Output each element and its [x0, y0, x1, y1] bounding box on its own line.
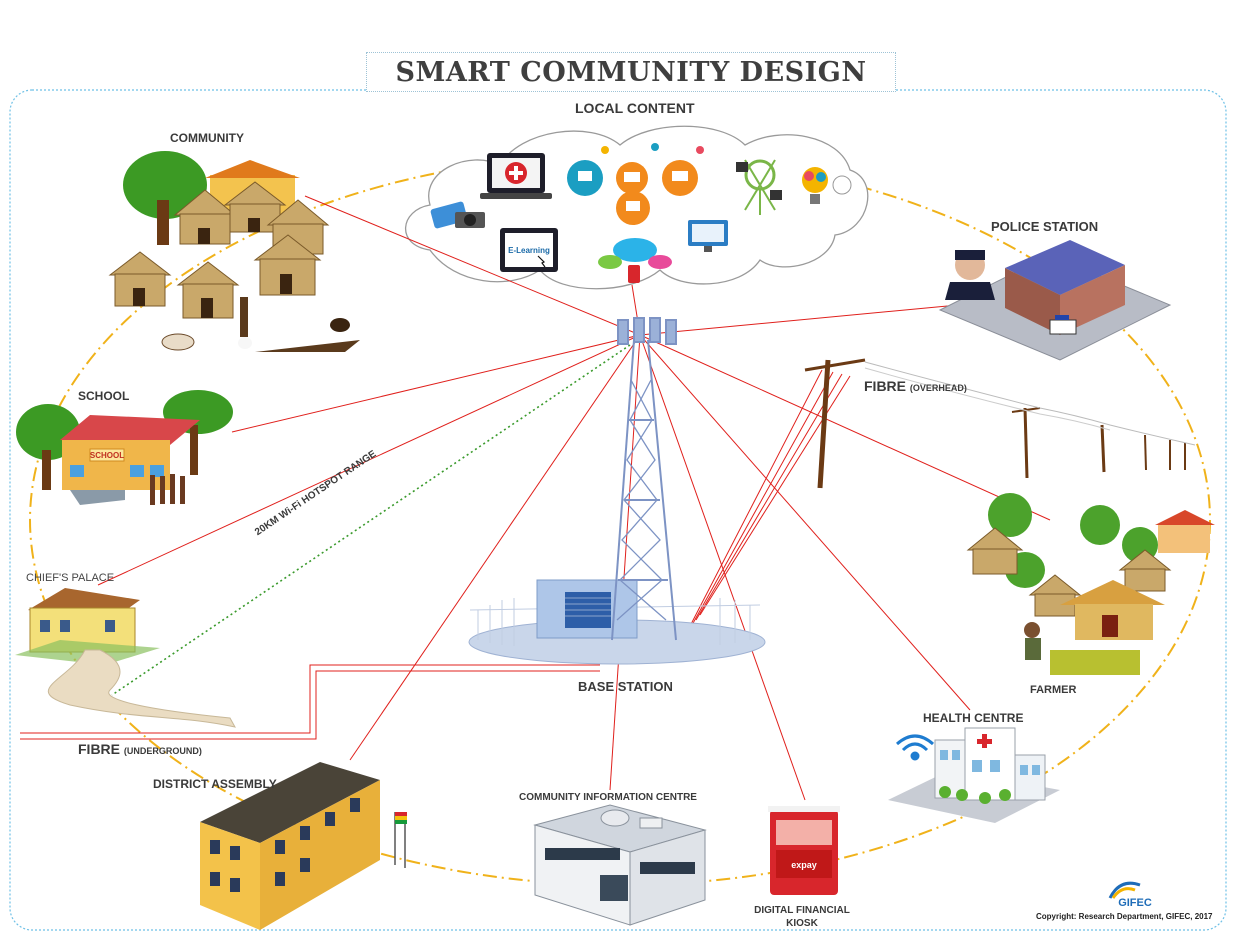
- idea-bulb-icon: [802, 167, 852, 204]
- label-fibre-underground: FIBRE (UNDERGROUND): [78, 741, 202, 757]
- digital-financial-kiosk: expay: [768, 806, 840, 895]
- community-village: [108, 151, 360, 352]
- chiefs-palace-building: [15, 588, 236, 728]
- label-community: COMMUNITY: [170, 131, 244, 145]
- svg-text:expay: expay: [791, 860, 817, 870]
- svg-text:E-Learning: E-Learning: [508, 246, 550, 255]
- label-local-content: LOCAL CONTENT: [575, 100, 695, 116]
- desktop-monitor-icon: [688, 220, 728, 252]
- svg-text:GIFEC: GIFEC: [1118, 897, 1152, 909]
- link-lines: [97, 195, 1051, 801]
- label-chiefs-palace: CHIEF'S PALACE: [26, 572, 115, 584]
- copyright-notice: Copyright: Research Department, GIFEC, 2…: [1036, 912, 1213, 921]
- telemedicine-icon: [480, 153, 552, 199]
- fibre-overhead-sub: (OVERHEAD): [909, 383, 967, 393]
- label-school: SCHOOL: [78, 389, 130, 403]
- base-station: [468, 579, 766, 665]
- fibre-overhead-poles: [804, 358, 1196, 489]
- digital-services-icons: [567, 143, 704, 225]
- tower: [611, 317, 677, 641]
- svg-text:SCHOOL: SCHOOL: [90, 451, 124, 460]
- diagram-title: SMART COMMUNITY DESIGN: [395, 56, 867, 88]
- health-centre-building: [888, 727, 1060, 823]
- e-learning-icon: E-Learning: [500, 228, 558, 272]
- farmer-village: [966, 493, 1215, 675]
- fibre-underground-lines: [20, 664, 600, 740]
- fibre-underground-main: FIBRE: [78, 741, 120, 757]
- label-district-assembly: DISTRICT ASSEMBLY: [153, 777, 277, 791]
- district-assembly-building: [200, 762, 407, 930]
- label-farmer: FARMER: [1030, 684, 1077, 696]
- label-health-centre: HEALTH CENTRE: [923, 711, 1024, 725]
- police-station-building: [938, 240, 1172, 361]
- wifi-range-line: [111, 344, 631, 696]
- gifec-logo: GIFEC: [1108, 881, 1152, 909]
- label-digital-financial-kiosk: DIGITAL FINANCIAL KIOSK: [754, 905, 850, 929]
- label-base-station: BASE STATION: [578, 679, 673, 694]
- iot-network-icon: [736, 159, 782, 215]
- school-building: SCHOOL: [16, 390, 233, 505]
- title-box: SMART COMMUNITY DESIGN: [366, 52, 896, 92]
- fibre-overhead-main: FIBRE: [864, 378, 906, 394]
- wifi-icon: [896, 734, 934, 761]
- label-fibre-overhead: FIBRE (OVERHEAD): [864, 378, 967, 394]
- fibre-underground-sub: (UNDERGROUND): [123, 746, 202, 756]
- local-content-cloud: E-Learning: [405, 125, 869, 290]
- media-devices-icon: [430, 201, 485, 229]
- community-information-centre-building: [533, 804, 707, 926]
- cloud-network-icon: [598, 238, 672, 283]
- label-police-station: POLICE STATION: [991, 219, 1099, 234]
- label-community-information-centre: COMMUNITY INFORMATION CENTRE: [519, 792, 697, 803]
